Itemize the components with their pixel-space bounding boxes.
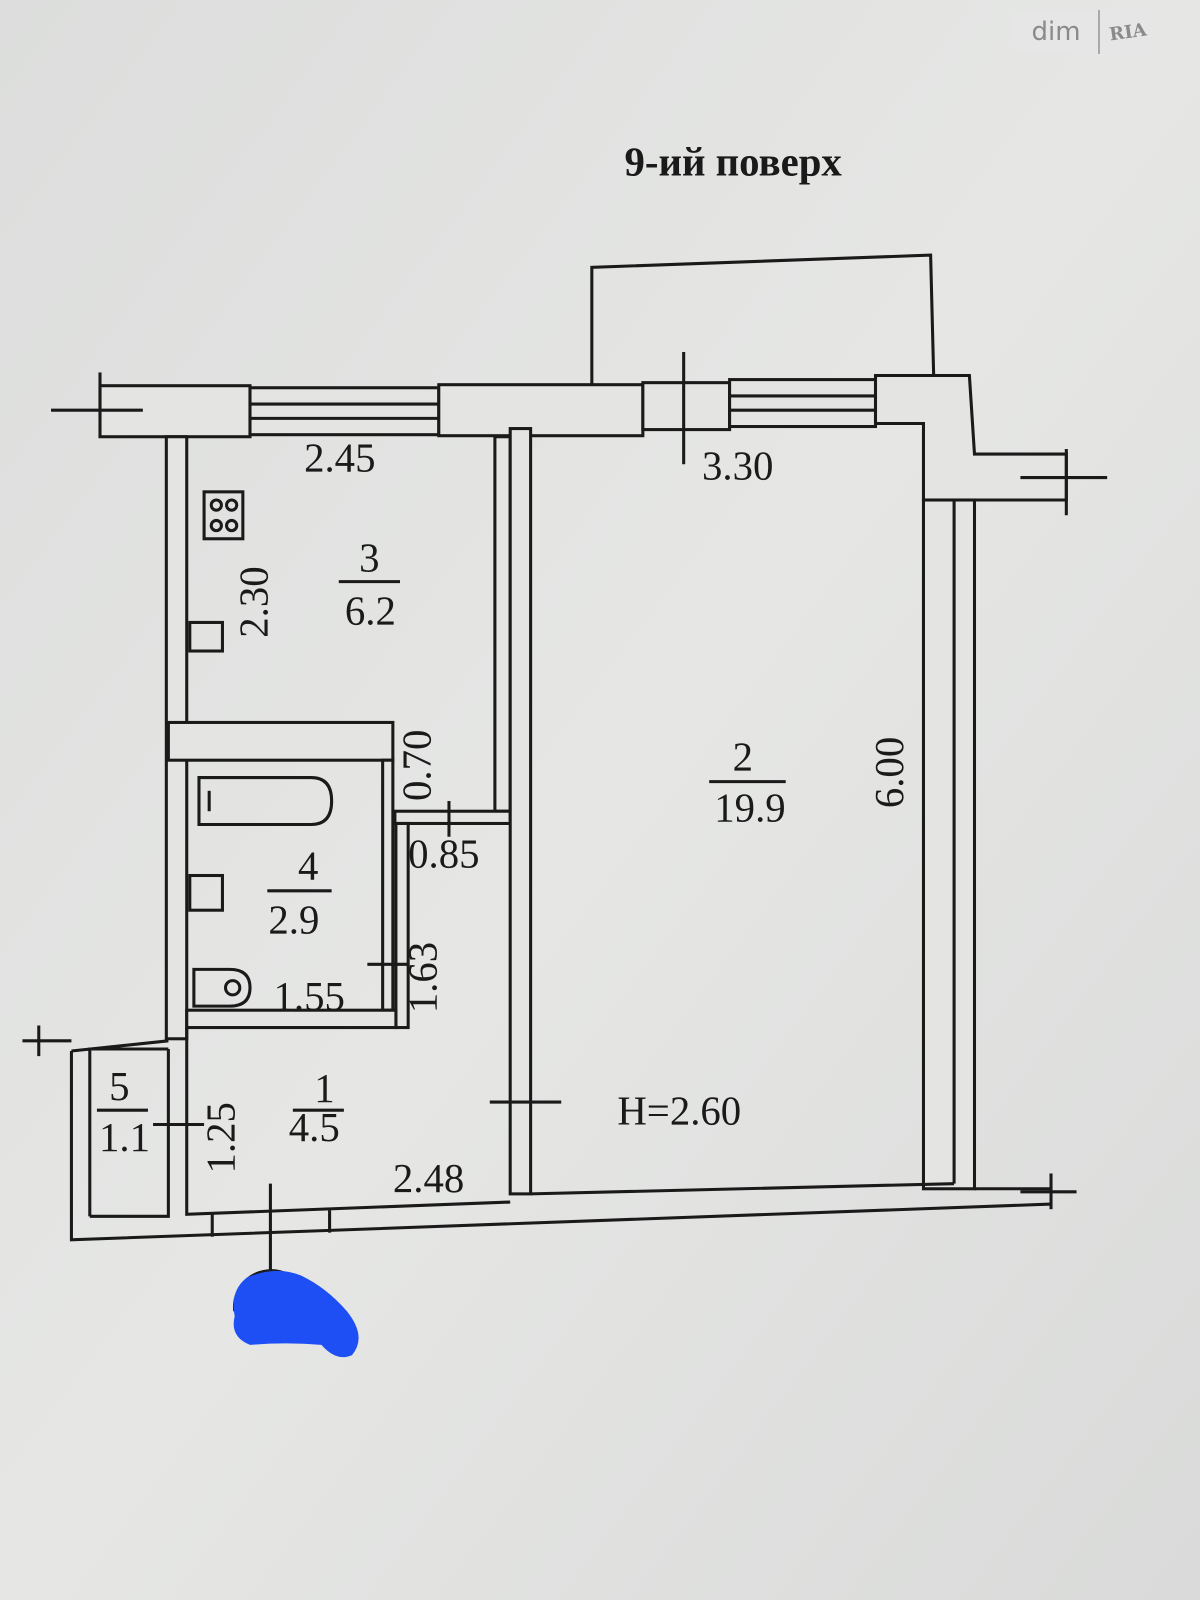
room-1-label: 1 4.5 [289,1066,344,1150]
room-4-label: 4 2.9 [267,844,332,943]
toilet-icon [192,967,252,1008]
sink-icon [188,620,224,653]
dim-room2-length: 6.00 [867,737,912,808]
stove-icon [202,490,245,541]
interior-walls [22,427,1077,1312]
dim-room4-length: 1.63 [401,942,446,1013]
room-2-label: 2 19.9 [709,734,786,830]
dim-room1-width: 2.48 [393,1156,464,1201]
svg-text:6.2: 6.2 [345,588,396,633]
dimria-watermark: dim RIA [1014,10,1156,54]
dim-room2-width: 3.30 [702,444,773,489]
blue-marker-scribble [233,1270,359,1358]
floor-title: 9-ий поверх [624,140,842,185]
dim-room3-width: 2.45 [304,435,375,480]
dim-room3-length: 2.30 [231,566,276,637]
room-5-label: 5 1.1 [96,1064,150,1160]
bathtub-icon [197,776,334,827]
bath-sink-icon [188,873,224,912]
svg-text:5: 5 [109,1064,129,1109]
watermark-dim: dim [1014,10,1100,54]
svg-text:2.9: 2.9 [268,898,319,943]
svg-text:19.9: 19.9 [714,785,785,830]
svg-text:4.5: 4.5 [289,1105,340,1150]
dim-passage-length: 0.70 [395,730,440,801]
dim-room4-width: 1.55 [273,974,344,1019]
svg-text:3: 3 [359,535,379,580]
fixtures [188,490,334,1008]
svg-text:1: 1 [314,1066,334,1111]
dim-passage-width: 0.85 [408,831,479,876]
svg-text:2: 2 [733,734,753,779]
balcony [590,253,936,386]
watermark-ria: RIA [1108,19,1148,45]
top-wall [51,352,1108,516]
ceiling-height: H=2.60 [617,1088,741,1133]
svg-text:4: 4 [298,844,318,889]
room-3-label: 3 6.2 [338,535,400,633]
svg-text:1.1: 1.1 [99,1115,150,1160]
dim-room1-length: 1.25 [199,1102,244,1173]
